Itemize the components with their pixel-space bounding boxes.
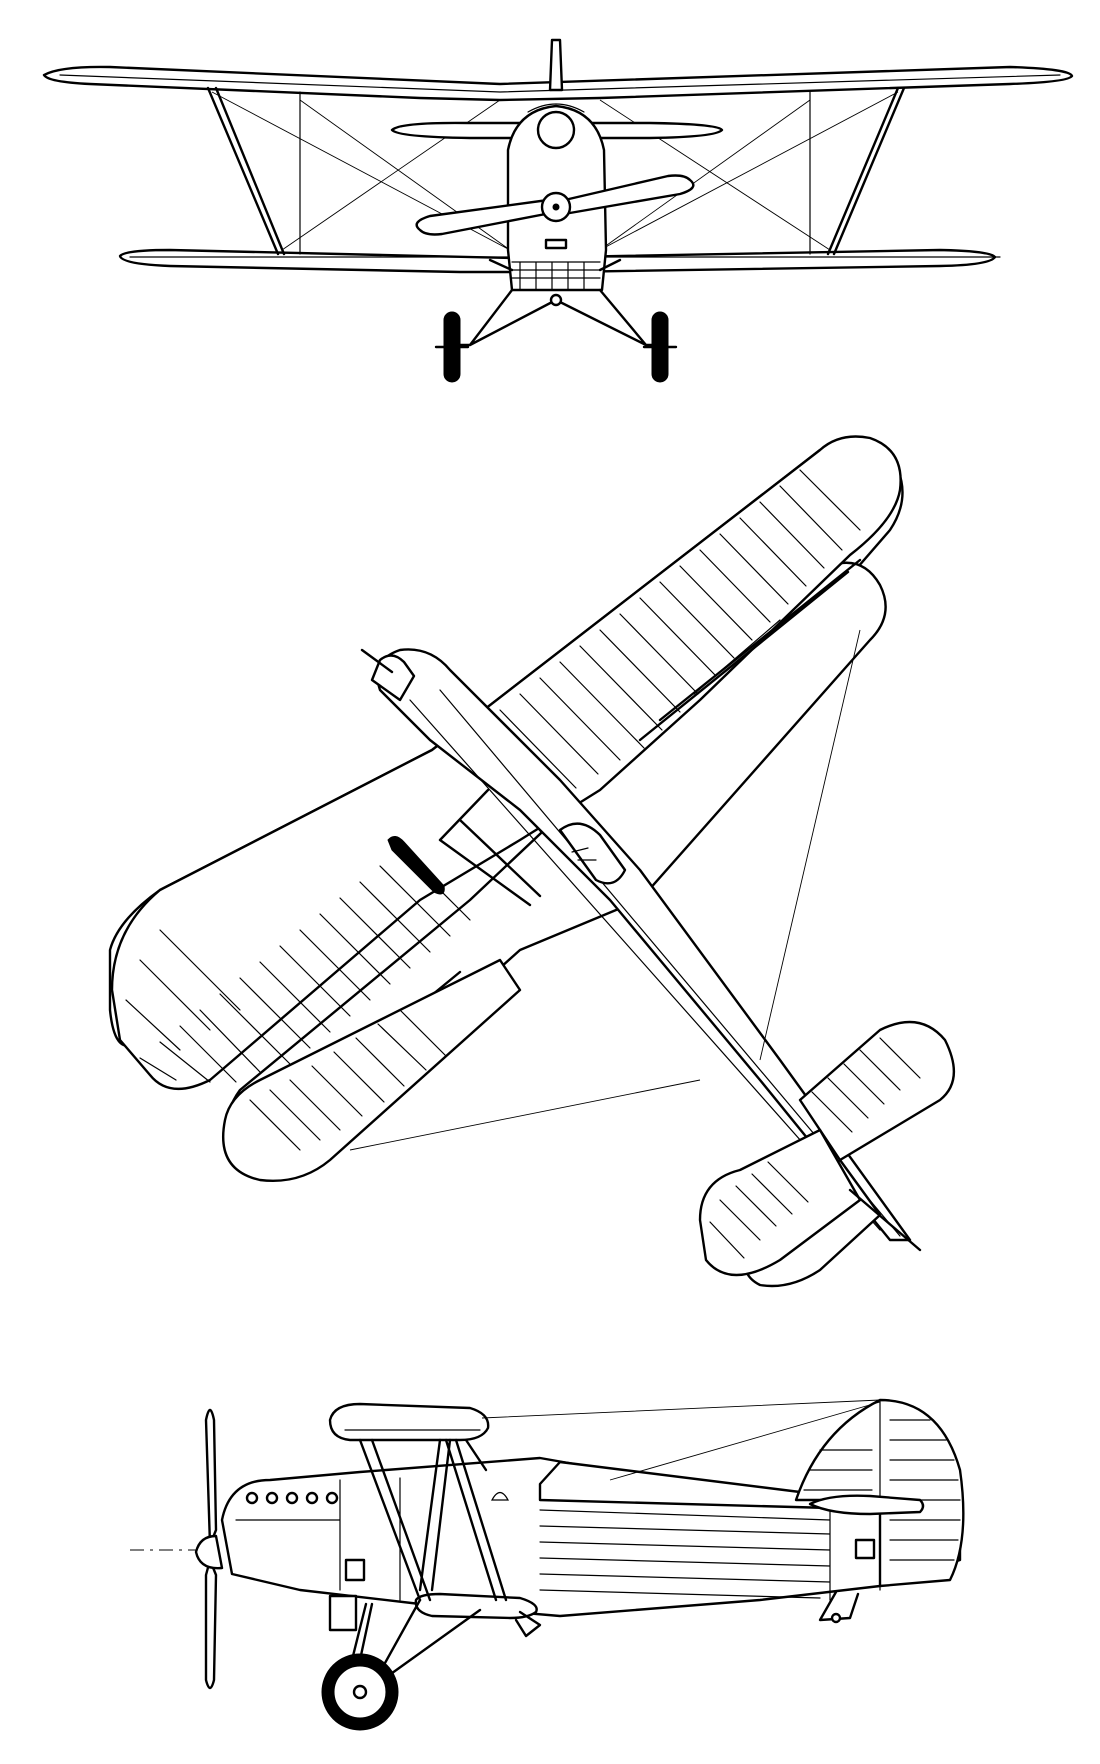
side-oil-cooler <box>328 1594 358 1632</box>
side-bracing-wire <box>481 1399 881 1481</box>
plan-struts <box>438 788 542 907</box>
plan-rudder <box>848 1188 922 1252</box>
plan-bracing-wires <box>349 629 861 1151</box>
plan-view <box>108 435 956 1288</box>
front-undercarriage <box>454 258 662 347</box>
side-tailplane <box>808 1494 925 1516</box>
front-fin <box>548 38 564 92</box>
plan-nose <box>370 654 416 702</box>
side-spinner <box>194 1534 224 1570</box>
side-upper-wing <box>328 1402 490 1442</box>
side-interplane-struts <box>358 1438 508 1602</box>
plan-cockpit <box>558 822 627 885</box>
plan-propeller <box>387 836 445 895</box>
plan-tailplane-ribs <box>709 1037 921 1259</box>
side-lower-wing <box>414 1592 538 1620</box>
side-view <box>130 1398 965 1731</box>
front-bracing-wires <box>211 91 899 251</box>
front-view <box>42 38 1074 383</box>
side-propeller <box>204 1408 218 1547</box>
plan-aileron-right <box>638 558 862 742</box>
side-fuselage <box>220 1456 962 1618</box>
front-interplane-strut-left <box>206 86 286 256</box>
plan-tailplane <box>798 1020 956 1162</box>
front-interplane-strut-right <box>826 86 906 256</box>
plan-lower-wing-tip <box>222 958 522 1182</box>
side-exhaust-ports <box>245 1491 339 1505</box>
